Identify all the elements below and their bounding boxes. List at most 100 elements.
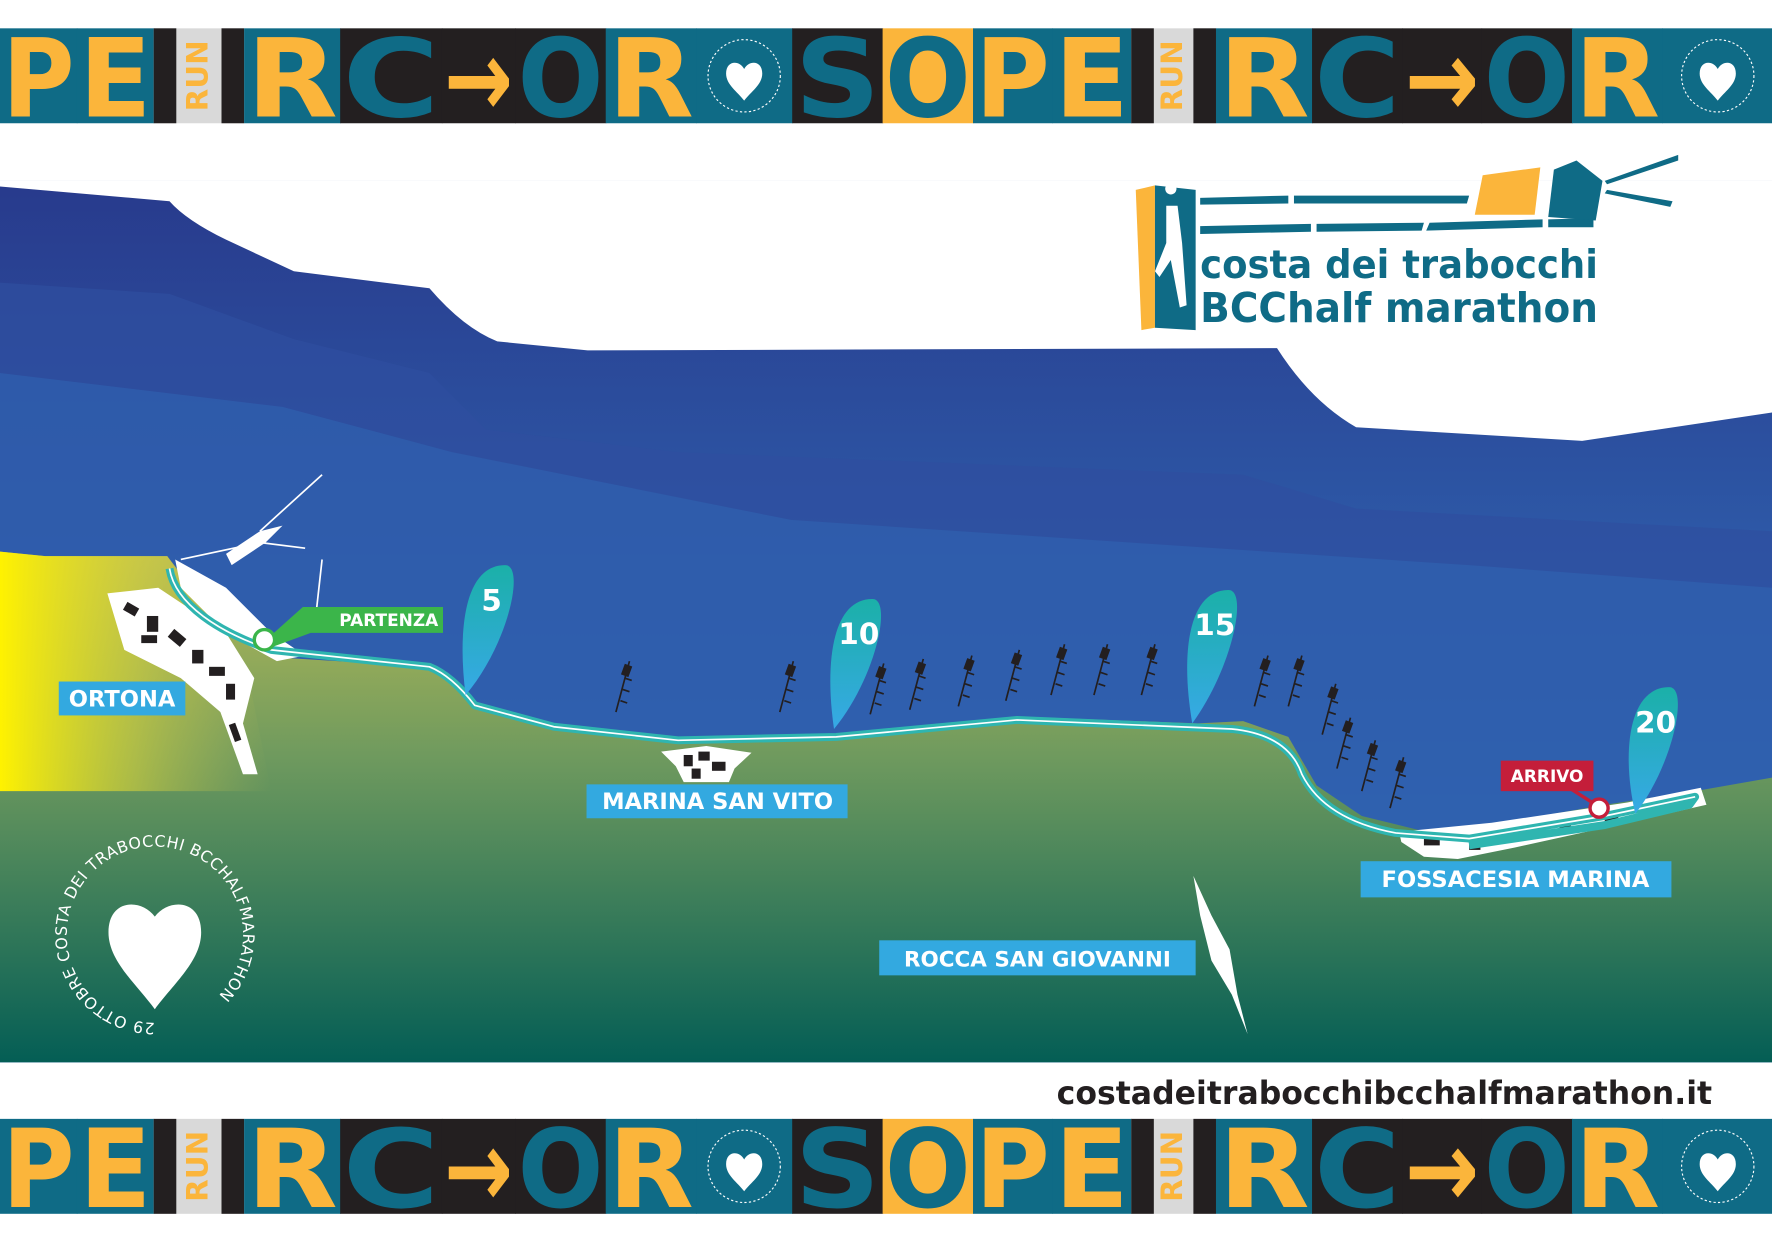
segment-bg: [0, 1118, 78, 1214]
banner-letter: O: [885, 15, 971, 142]
logo-half-marathon: half marathon: [1287, 284, 1598, 332]
finish-label: ARRIVO: [1511, 766, 1584, 786]
banner-segment: P: [973, 1106, 1053, 1233]
segment-bg: [1481, 28, 1573, 124]
banner-segment: [696, 1118, 793, 1214]
label-box: [879, 940, 1196, 976]
label-box: [586, 784, 848, 819]
banner-run-text: RUN: [1155, 40, 1189, 111]
banner-letter: C: [342, 1106, 439, 1233]
banner-letter: O: [518, 15, 604, 142]
town-ortona-shape: [107, 587, 258, 775]
km-marker-20[interactable]: 20: [1628, 687, 1678, 814]
trabocco-icon: [1287, 655, 1305, 707]
segment-bg: [792, 28, 884, 124]
trabocchi-piers: [615, 644, 1407, 809]
banner-segment: [1662, 28, 1772, 124]
banner-letter: E: [1054, 15, 1129, 142]
banner-letter: R: [1574, 1106, 1660, 1233]
banner-run-text: RUN: [1155, 1131, 1189, 1202]
km-marker-10[interactable]: 10: [830, 599, 882, 729]
banner-segment: →: [1402, 15, 1483, 142]
km-marker-15[interactable]: 15: [1187, 589, 1238, 724]
km-marker-5[interactable]: 5: [462, 565, 514, 696]
start-point-icon: [252, 627, 277, 652]
event-logo: costa dei trabocchi BCChalf marathon: [1135, 154, 1679, 332]
label-box: [58, 681, 186, 716]
start-marker[interactable]: PARTENZA: [252, 606, 443, 652]
km-marker-label: 5: [481, 583, 501, 617]
trabocco-icon: [1004, 649, 1023, 701]
stripe: [1131, 28, 1154, 124]
trabocco-icon: [1321, 683, 1339, 735]
banner-letter: R: [608, 15, 694, 142]
finish-label-box: [1500, 760, 1594, 792]
banner-letter: S: [794, 1106, 880, 1233]
segment-bg: [1215, 1118, 1313, 1214]
segment-bg: [340, 1118, 443, 1214]
trabocco-icon: [869, 663, 887, 715]
banner-letter: →: [444, 1106, 513, 1233]
banner-segment: C: [340, 15, 443, 142]
banner-segment: R: [605, 15, 697, 142]
banner-letter: P: [975, 1106, 1050, 1233]
segment-bg: [244, 1118, 341, 1214]
stripe: [1131, 1118, 1154, 1214]
banner-letter: R: [1218, 1106, 1310, 1233]
segment-bg: [340, 28, 443, 124]
banner-segment: [696, 28, 793, 124]
town-label-ortona[interactable]: ORTONA: [58, 681, 186, 716]
start-pointer: [271, 606, 443, 647]
heart-icon: [726, 1153, 763, 1192]
banner-segment: O: [1481, 15, 1573, 142]
town-blocks: [683, 751, 726, 779]
town-label-rocca-san-giovanni[interactable]: ROCCA SAN GIOVANNI: [879, 940, 1196, 976]
town-rocca-san-giovanni-shape: [1193, 875, 1248, 1035]
banner-segment: S: [792, 15, 884, 142]
banner-letter: P: [975, 15, 1050, 142]
banner-segment: O: [515, 1106, 607, 1233]
logo-bcc: BCC: [1200, 284, 1287, 332]
banner-letter: O: [518, 1106, 604, 1233]
finish-marker[interactable]: ARRIVO: [1500, 760, 1610, 819]
trabocco-icon: [1140, 644, 1158, 696]
banner-run-text: RUN: [180, 40, 214, 111]
segment-bg: [973, 28, 1053, 124]
banner-letter: R: [1574, 15, 1660, 142]
banner-segment: C: [340, 1106, 443, 1233]
trabocco-icon: [1093, 644, 1111, 696]
banner-letter: C: [1314, 1106, 1400, 1233]
segment-bg: [882, 28, 974, 124]
trabocco-icon: [1389, 757, 1407, 809]
km-marker-label: 15: [1194, 608, 1235, 642]
segment-bg: [1571, 1118, 1663, 1214]
town-name: MARINA SAN VITO: [602, 789, 833, 815]
trabocco-icon: [778, 660, 797, 713]
trabocco-icon: [1360, 740, 1379, 792]
banner-segment: R: [244, 1106, 341, 1233]
banner-letter: E: [1054, 1106, 1129, 1233]
town-label-marina-san-vito[interactable]: MARINA SAN VITO: [586, 784, 848, 819]
banner-segment: O: [882, 15, 974, 142]
banner-letter: R: [608, 1106, 694, 1233]
banner-letter: →: [1405, 15, 1480, 142]
heart-icon: [1699, 1153, 1736, 1192]
marker-pin: [462, 565, 514, 696]
banner-segment: R: [1215, 1106, 1313, 1233]
segment-bg: [76, 1118, 155, 1214]
stripe: [153, 28, 177, 124]
segment-bg: [1402, 1118, 1483, 1214]
segment-bg: [244, 28, 341, 124]
segment-bg: [1052, 28, 1132, 124]
banner-segment: O: [1481, 1106, 1573, 1233]
town-name: ROCCA SAN GIOVANNI: [904, 947, 1171, 972]
label-box: [1360, 861, 1672, 898]
heart-icon: [108, 904, 202, 1010]
banner-letter: R: [246, 1106, 338, 1233]
segment-bg: [441, 28, 516, 124]
town-label-fossacesia-marina[interactable]: FOSSACESIA MARINA: [1360, 861, 1672, 898]
website-url[interactable]: costadeitrabocchibcchalfmarathon.it: [1057, 1076, 1712, 1112]
km-marker-label: 20: [1635, 705, 1676, 739]
